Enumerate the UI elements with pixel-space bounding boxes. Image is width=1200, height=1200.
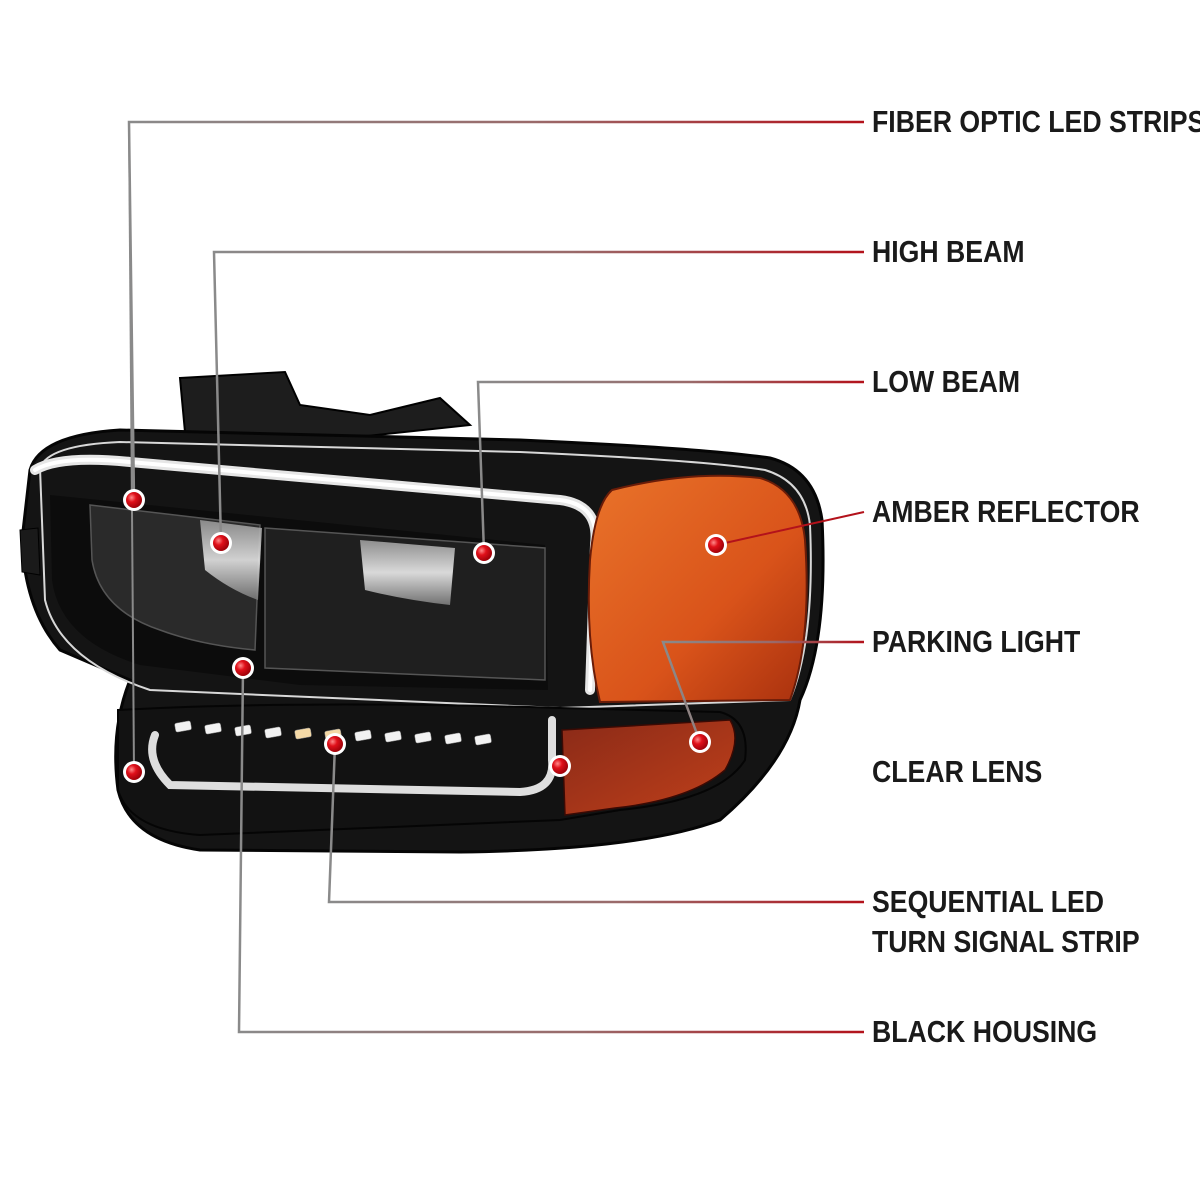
marker-dot: [123, 761, 145, 783]
marker-dot: [549, 755, 571, 777]
label-fiber-optic-led-strips: FIBER OPTIC LED STRIPS: [872, 102, 1200, 142]
leader-sequential-led: [327, 743, 864, 904]
leader-black-housing: [237, 667, 864, 1034]
label-high-beam: HIGH BEAM: [872, 232, 1025, 272]
marker-dot: [210, 532, 232, 554]
outer-lens-rim: [38, 440, 812, 710]
leader-amber-reflector: [715, 511, 865, 546]
marker-dot: [473, 542, 495, 564]
label-amber-reflector: AMBER REFLECTOR: [872, 492, 1140, 532]
marker-dot: [324, 733, 346, 755]
leader-fiber-optic-lower: [128, 121, 135, 773]
label-line: BLACK HOUSING: [872, 1014, 1098, 1049]
label-sequential-led-turn-signal-strip: SEQUENTIAL LED TURN SIGNAL STRIP: [872, 882, 1140, 962]
low-beam-chrome: [360, 540, 455, 605]
label-line: PARKING LIGHT: [872, 624, 1081, 659]
leader-low-beam: [476, 380, 864, 554]
leader-high-beam: [212, 250, 864, 544]
sequential-led-row: [174, 720, 492, 746]
low-beam-reflector: [264, 527, 546, 681]
label-line: HIGH BEAM: [872, 234, 1025, 269]
leader-lines: [127, 120, 865, 1034]
marker-dot: [705, 534, 727, 556]
label-low-beam: LOW BEAM: [872, 362, 1020, 402]
label-parking-light: PARKING LIGHT: [872, 622, 1080, 662]
label-line: SEQUENTIAL LED: [872, 884, 1105, 919]
marker-dot: [123, 489, 145, 511]
leader-parking-light: [661, 640, 864, 743]
callout-markers: [123, 489, 727, 783]
label-black-housing: BLACK HOUSING: [872, 1012, 1097, 1052]
marker-dot: [232, 657, 254, 679]
marker-dot: [689, 731, 711, 753]
label-line: AMBER REFLECTOR: [872, 494, 1140, 529]
label-line: TURN SIGNAL STRIP: [872, 924, 1140, 959]
mounting-bracket: [178, 370, 473, 442]
label-clear-lens: CLEAR LENS: [872, 752, 1042, 792]
amber-reflector-shape: [587, 474, 808, 704]
label-line: LOW BEAM: [872, 364, 1021, 399]
side-mounting-tab: [19, 527, 41, 576]
label-line: CLEAR LENS: [872, 754, 1043, 789]
label-line: FIBER OPTIC LED STRIPS: [872, 104, 1200, 139]
